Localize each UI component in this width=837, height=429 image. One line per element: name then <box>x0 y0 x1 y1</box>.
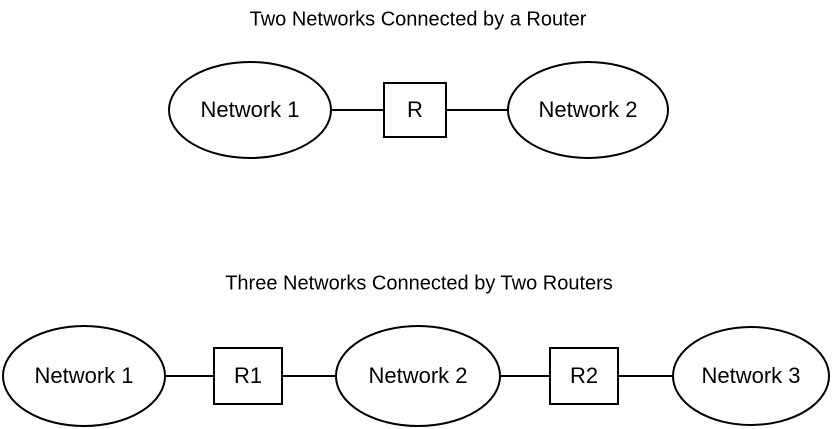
node-network-3: Network 3 <box>672 326 830 426</box>
node-label: Network 1 <box>200 97 299 122</box>
node-label: Network 3 <box>701 363 800 388</box>
node-router-r: R <box>383 82 447 138</box>
router-label: R2 <box>570 363 598 388</box>
network-ellipse <box>672 326 830 426</box>
node-label: Network 2 <box>538 97 637 122</box>
figure-three-networks: Three Networks Connected by Two Routers … <box>2 272 830 427</box>
figure-two-networks: Two Networks Connected by a Router Netwo… <box>168 8 669 159</box>
node-label: Network 1 <box>34 363 133 388</box>
router-label: R1 <box>234 363 262 388</box>
router-label: R <box>407 97 423 122</box>
node-label: Network 2 <box>368 363 467 388</box>
node-router-r1: R1 <box>213 347 283 405</box>
router-box <box>213 347 283 405</box>
node-router-r2: R2 <box>549 347 619 405</box>
node-network-1-bottom: Network 1 <box>2 325 166 427</box>
network-ellipse <box>335 325 501 427</box>
router-box <box>383 82 447 138</box>
figure-three-networks-title: Three Networks Connected by Two Routers <box>225 272 613 294</box>
router-box <box>549 347 619 405</box>
network-ellipse <box>507 61 669 159</box>
figure-two-networks-title: Two Networks Connected by a Router <box>250 8 587 30</box>
network-ellipse <box>2 325 166 427</box>
node-network-2-top: Network 2 <box>507 61 669 159</box>
node-network-2-bottom: Network 2 <box>335 325 501 427</box>
network-ellipse <box>168 61 332 159</box>
node-network-1-top: Network 1 <box>168 61 332 159</box>
